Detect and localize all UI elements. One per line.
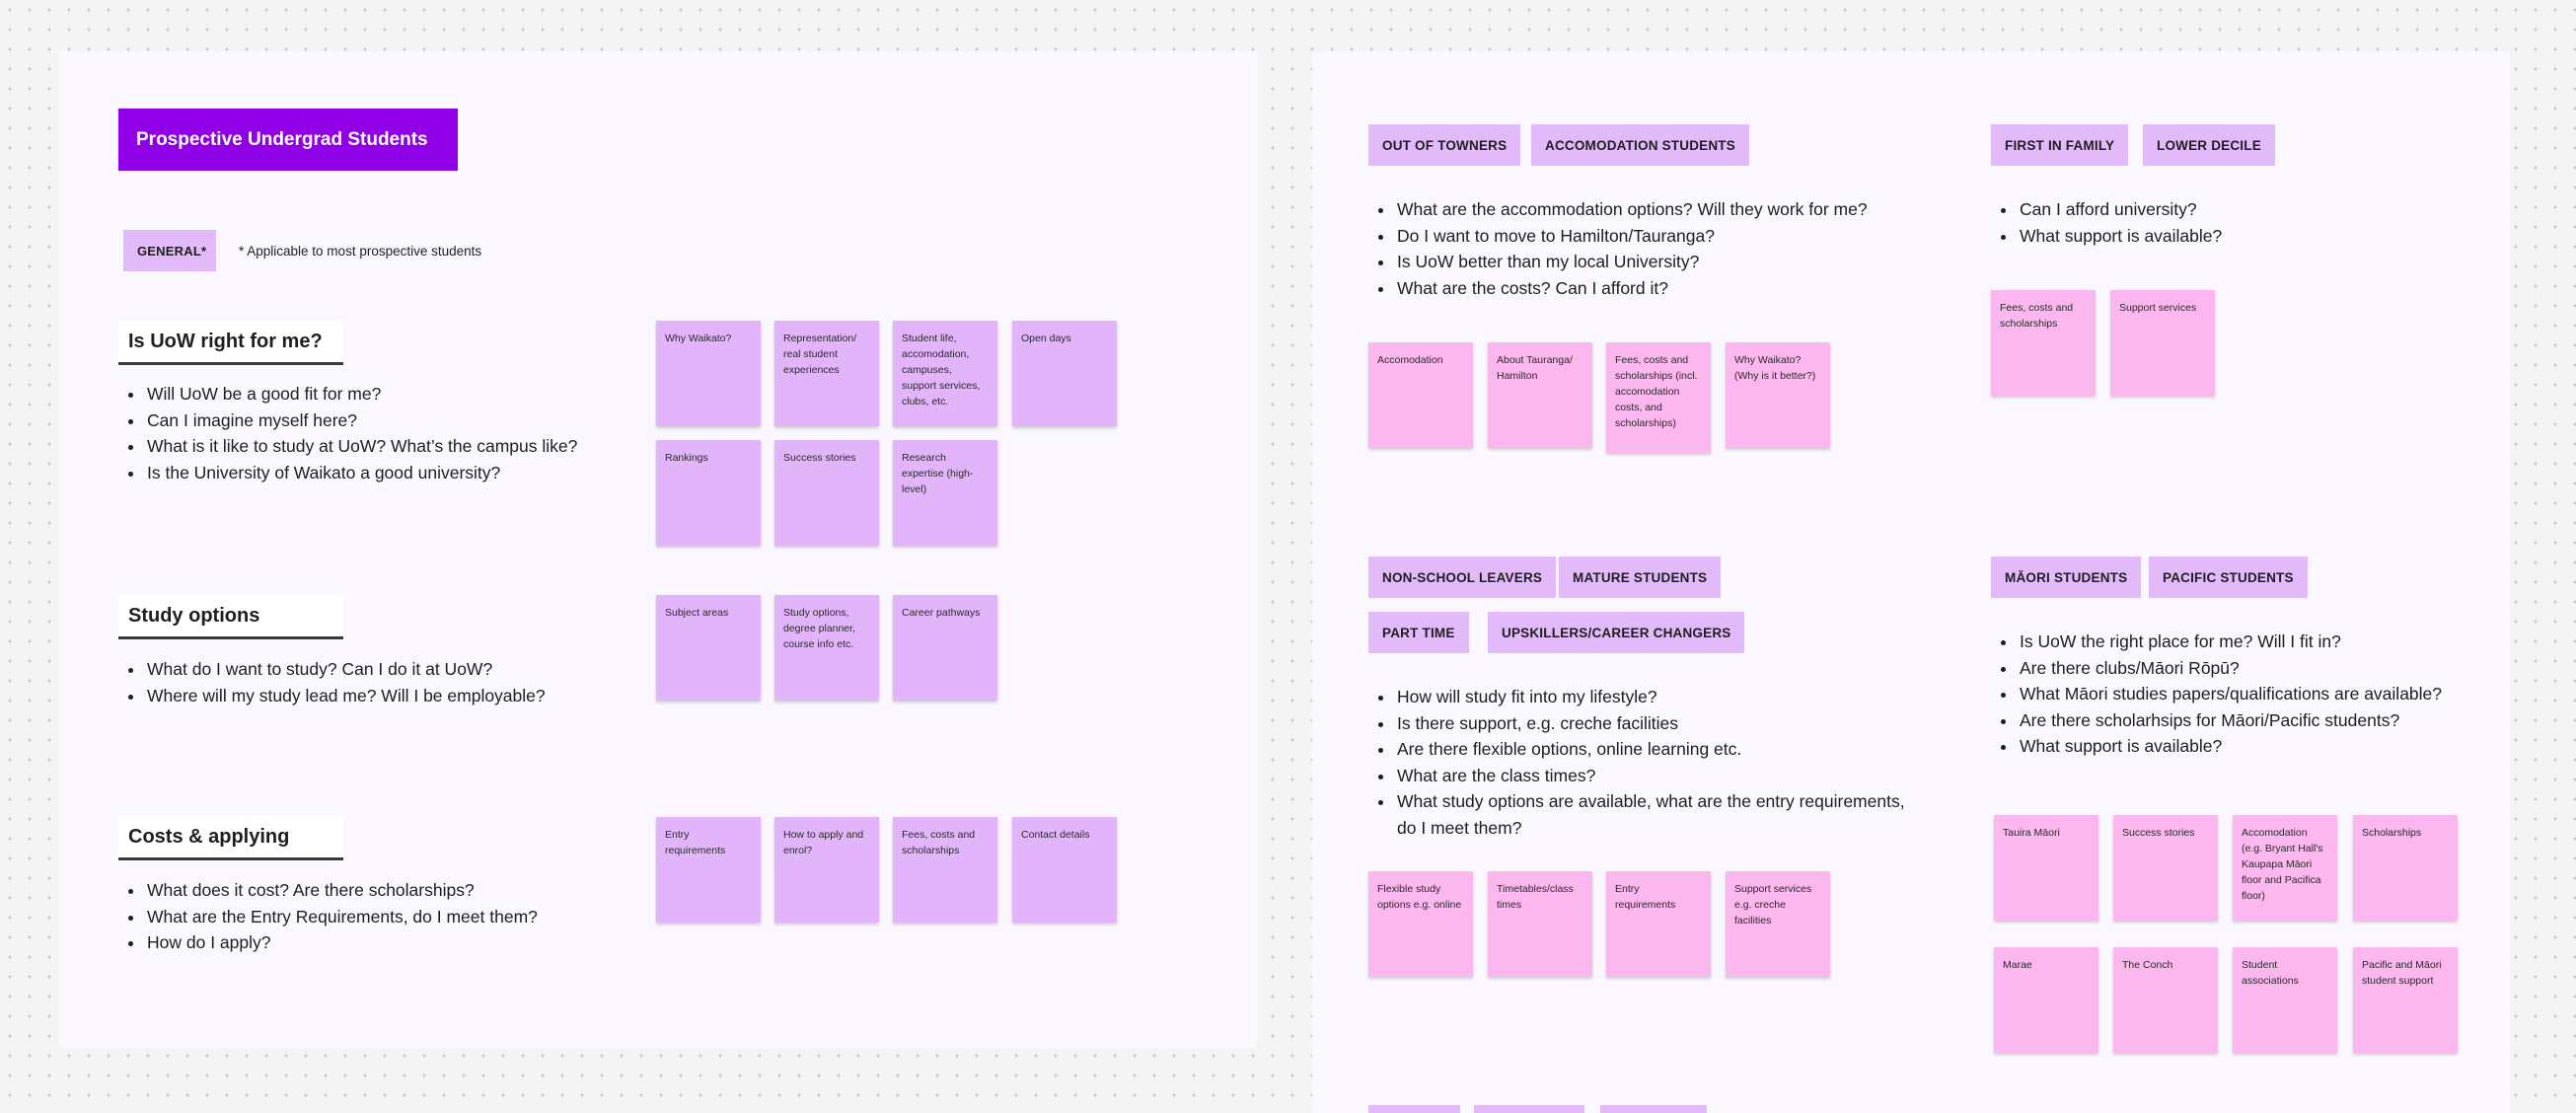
- question-item: What Māori studies papers/qualifications…: [2018, 681, 2462, 707]
- question-item: Do I want to move to Hamilton/Tauranga?: [1395, 223, 1868, 250]
- question-item: Where will my study lead me? Will I be e…: [145, 683, 546, 709]
- partial-tag[interactable]: [1368, 1105, 1460, 1113]
- sticky-note[interactable]: About Tauranga/ Hamilton: [1488, 342, 1592, 448]
- tag-maori-students[interactable]: MĀORI STUDENTS: [1991, 556, 2142, 598]
- tag-pacific-students[interactable]: PACIFIC STUDENTS: [2149, 556, 2308, 598]
- sticky-note[interactable]: Accomodation: [1368, 342, 1473, 448]
- sticky-note[interactable]: Why Waikato? (Why is it better?): [1726, 342, 1830, 448]
- question-list-study-options: What do I want to study? Can I do it at …: [118, 656, 546, 708]
- question-list-first-in-family: Can I afford university? What support is…: [1991, 196, 2222, 249]
- general-note: * Applicable to most prospective student…: [239, 244, 482, 259]
- sticky-note[interactable]: Tauira Māori: [1994, 815, 2098, 921]
- question-item: Is there support, e.g. creche facilities: [1395, 710, 1928, 737]
- question-item: Is UoW the right place for me? Will I fi…: [2018, 629, 2462, 655]
- partial-tag[interactable]: [1600, 1105, 1707, 1113]
- sticky-note[interactable]: Fees, costs and scholarships (incl. acco…: [1606, 342, 1711, 453]
- sticky-note[interactable]: Study options, degree planner, course in…: [774, 595, 879, 701]
- tag-accomodation-students[interactable]: ACCOMODATION STUDENTS: [1531, 124, 1749, 166]
- question-item: Can I imagine myself here?: [145, 408, 577, 434]
- question-item: What study options are available, what a…: [1395, 788, 1928, 841]
- sticky-note[interactable]: Why Waikato?: [656, 321, 761, 426]
- question-item: Can I afford university?: [2018, 196, 2222, 223]
- sticky-note[interactable]: Entry requirements: [656, 817, 761, 923]
- sticky-note[interactable]: Fees, costs and scholarships: [893, 817, 997, 923]
- question-list-maori-students: Is UoW the right place for me? Will I fi…: [1991, 629, 2462, 760]
- sticky-note[interactable]: Timetables/class times: [1488, 871, 1592, 977]
- sticky-note[interactable]: Fees, costs and scholarships: [1991, 290, 2096, 396]
- question-item: What support is available?: [2018, 733, 2462, 760]
- question-item: How will study fit into my lifestyle?: [1395, 684, 1928, 710]
- sticky-note[interactable]: Success stories: [774, 440, 879, 546]
- question-item: Are there scholarhsips for Māori/Pacific…: [2018, 707, 2462, 734]
- general-tag[interactable]: GENERAL*: [123, 230, 216, 271]
- question-item: Are there clubs/Māori Rōpū?: [2018, 655, 2462, 682]
- question-list-out-of-towners: What are the accommodation options? Will…: [1368, 196, 1868, 301]
- question-item: Will UoW be a good fit for me?: [145, 381, 577, 408]
- sticky-note[interactable]: The Conch: [2113, 947, 2218, 1053]
- section-title-uow-right: Is UoW right for me?: [118, 321, 343, 365]
- sticky-note[interactable]: Student associations: [2233, 947, 2337, 1053]
- question-item: Is UoW better than my local University?: [1395, 249, 1868, 275]
- question-item: What are the accommodation options? Will…: [1395, 196, 1868, 223]
- question-item: What are the costs? Can I afford it?: [1395, 275, 1868, 302]
- question-item: What do I want to study? Can I do it at …: [145, 656, 546, 683]
- sticky-note[interactable]: Support services e.g. creche facilities: [1726, 871, 1830, 977]
- tag-non-school-leavers[interactable]: NON-SCHOOL LEAVERS: [1368, 556, 1557, 598]
- question-list-non-school-leavers: How will study fit into my lifestyle? Is…: [1368, 684, 1928, 842]
- sticky-note[interactable]: Accomodation (e.g. Bryant Hall's Kaupapa…: [2233, 815, 2337, 921]
- sticky-note[interactable]: Flexible study options e.g. online: [1368, 871, 1473, 977]
- sticky-note[interactable]: Marae: [1994, 947, 2098, 1053]
- section-title-costs-applying: Costs & applying: [118, 816, 343, 860]
- tag-first-in-family[interactable]: FIRST IN FAMILY: [1991, 124, 2129, 166]
- tag-part-time[interactable]: PART TIME: [1368, 612, 1469, 653]
- sticky-note[interactable]: Rankings: [656, 440, 761, 546]
- question-item: What are the Entry Requirements, do I me…: [145, 904, 538, 930]
- question-item: What support is available?: [2018, 223, 2222, 250]
- sticky-note[interactable]: Success stories: [2113, 815, 2218, 921]
- question-list-costs-applying: What does it cost? Are there scholarship…: [118, 877, 538, 956]
- sticky-note[interactable]: Entry requirements: [1606, 871, 1711, 977]
- question-item: What is it like to study at UoW? What’s …: [145, 433, 577, 460]
- sticky-note[interactable]: Pacific and Māori student support: [2353, 947, 2458, 1053]
- sticky-note[interactable]: How to apply and enrol?: [774, 817, 879, 923]
- question-item: What does it cost? Are there scholarship…: [145, 877, 538, 904]
- sticky-note[interactable]: Career pathways: [893, 595, 997, 701]
- sticky-note[interactable]: Contact details: [1012, 817, 1117, 923]
- question-item: What are the class times?: [1395, 763, 1928, 789]
- sticky-note[interactable]: Research expertise (high-level): [893, 440, 997, 546]
- section-title-study-options: Study options: [118, 595, 343, 639]
- sticky-note[interactable]: Subject areas: [656, 595, 761, 701]
- tag-upskillers[interactable]: UPSKILLERS/CAREER CHANGERS: [1488, 612, 1745, 653]
- sticky-note[interactable]: Student life, accomodation, campuses, su…: [893, 321, 997, 426]
- question-list-uow-right: Will UoW be a good fit for me? Can I ima…: [118, 381, 577, 485]
- frame-title[interactable]: Prospective Undergrad Students: [118, 109, 458, 171]
- partial-tag[interactable]: [1474, 1105, 1584, 1113]
- sticky-note[interactable]: Support services: [2110, 290, 2215, 396]
- sticky-note[interactable]: Scholarships: [2353, 815, 2458, 921]
- sticky-note[interactable]: Representation/ real student experiences: [774, 321, 879, 426]
- sticky-note[interactable]: Open days: [1012, 321, 1117, 426]
- question-item: Is the University of Waikato a good univ…: [145, 460, 577, 486]
- tag-mature-students[interactable]: MATURE STUDENTS: [1559, 556, 1722, 598]
- question-item: How do I apply?: [145, 929, 538, 956]
- tag-out-of-towners[interactable]: OUT OF TOWNERS: [1368, 124, 1521, 166]
- question-item: Are there flexible options, online learn…: [1395, 736, 1928, 763]
- tag-lower-decile[interactable]: LOWER DECILE: [2143, 124, 2275, 166]
